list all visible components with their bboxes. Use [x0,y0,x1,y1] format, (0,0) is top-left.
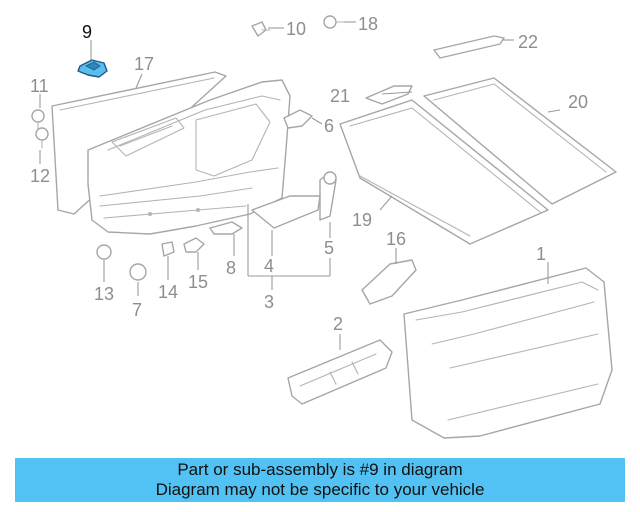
part-13-clip[interactable] [96,244,112,260]
notice-line-2: Diagram may not be specific to your vehi… [155,480,485,499]
callout-18: 18 [358,14,378,34]
callout-21: 21 [330,86,350,106]
callout-2: 2 [333,314,343,334]
callout-11: 11 [30,76,49,96]
callout-7: 7 [132,300,142,320]
callout-17: 17 [134,54,154,74]
leader-lines [39,21,561,350]
part-7-cap[interactable] [129,263,147,281]
callout-13: 13 [94,284,114,304]
part-18-clip[interactable] [323,15,345,29]
part-4-garnish[interactable] [251,195,321,229]
callout-15: 15 [188,272,208,292]
part-20-board[interactable] [423,77,617,205]
parts-diagram: 1 2 3 4 5 6 7 8 9 10 11 12 13 14 15 16 1… [30,14,617,439]
part-9-clip[interactable] [77,59,108,78]
part-8-cover[interactable] [209,221,243,235]
part-12-clip[interactable] [35,127,49,149]
callout-16: 16 [386,229,406,249]
notice-line-1: Part or sub-assembly is #9 in diagram [177,460,463,479]
callout-8: 8 [226,258,236,278]
part-22-strip[interactable] [433,35,505,59]
part-15-cover[interactable] [183,237,205,253]
callout-9: 9 [82,22,92,42]
callout-22: 22 [518,32,538,52]
callout-4: 4 [264,256,274,276]
callout-19: 19 [352,210,372,230]
part-11-clip[interactable] [31,109,45,131]
part-21-handle[interactable] [365,85,413,105]
part-16-pad[interactable] [361,259,417,305]
part-10-screw[interactable] [251,21,271,37]
callout-14: 14 [158,282,178,302]
part-6-bracket[interactable] [283,109,313,129]
callout-12: 12 [30,166,50,186]
part-1-quarter-trim[interactable] [403,267,613,439]
callout-6: 6 [324,116,334,136]
notice-banner: Part or sub-assembly is #9 in diagram Di… [15,458,625,502]
part-5-post[interactable] [319,171,337,221]
callout-1: 1 [536,244,546,264]
part-19-shelf[interactable] [339,99,549,245]
callout-20: 20 [568,92,588,112]
part-2-bracket[interactable] [287,339,393,405]
part-14-clip[interactable] [161,241,175,257]
callout-3: 3 [264,292,274,312]
callout-5: 5 [324,238,334,258]
callout-10: 10 [286,19,306,39]
